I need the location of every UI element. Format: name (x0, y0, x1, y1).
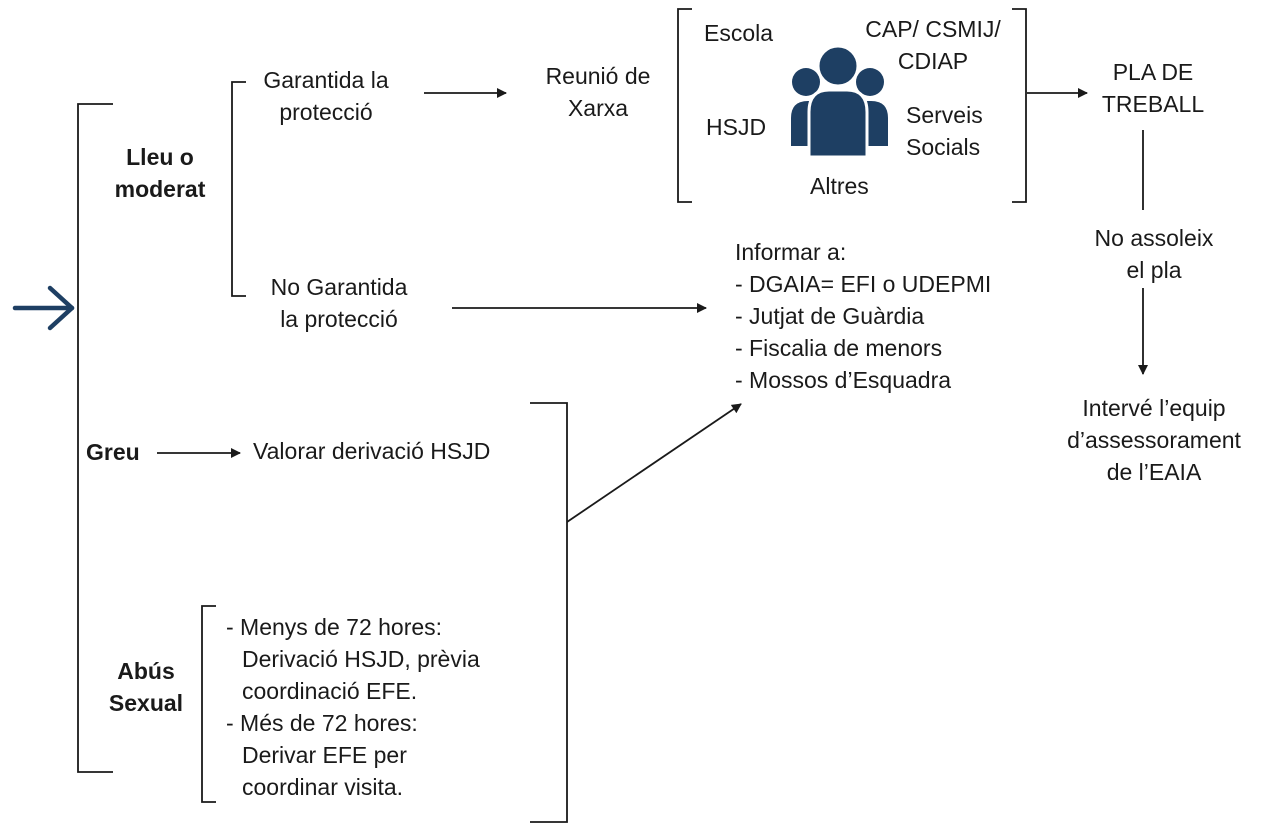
network-bracket-left (677, 8, 692, 203)
severity-sexual-abuse-label: Abús Sexual (94, 655, 198, 719)
member-escola: Escola (704, 20, 774, 46)
work-plan-line: PLA DE (1112, 59, 1194, 85)
abuse-step-line: Derivar EFE per (242, 742, 407, 768)
arrow-bracket-to-inform (566, 403, 742, 523)
not-achieved-line: No assoleix (1094, 225, 1214, 251)
severe-action-label: Valorar derivació HSJD (253, 438, 491, 464)
severity-abuse-line: Sexual (108, 690, 184, 716)
severity-abuse-line: Abús (117, 658, 175, 684)
eaia-line: de l’EAIA (1106, 459, 1202, 485)
abuse-step-line: coordinació EFE. (242, 678, 418, 704)
eaia-intervention-label: Intervé l’equip d’assessorament de l’EAI… (1043, 392, 1265, 488)
inform-list: Informar a: - DGAIA= EFI o UDEPMI - Jutj… (735, 236, 991, 396)
severity-severe-label: Greu (86, 439, 140, 465)
inform-item: - Fiscalia de menors (735, 335, 943, 361)
right-bracket (530, 402, 568, 823)
protected-option: Garantida la protecció (245, 64, 407, 128)
abuse-step-line: - Més de 72 hores: (226, 710, 418, 736)
not-protected-option: No Garantida la protecció (252, 271, 426, 335)
work-plan-label: PLA DE TREBALL (1080, 56, 1226, 120)
member-serveis-line: Serveis (906, 102, 983, 128)
severity-mild-line: moderat (114, 176, 206, 202)
member-cap-csmij-cdiap: CAP/ CSMIJ/ CDIAP (848, 13, 1018, 77)
mild-branch-bracket (231, 81, 246, 297)
abuse-step-line: Derivació HSJD, prèvia (242, 646, 480, 672)
protected-option-line: Garantida la (263, 67, 389, 93)
work-plan-line: TREBALL (1101, 91, 1205, 117)
not-protected-option-line: No Garantida (270, 274, 408, 300)
member-hsjd: HSJD (706, 114, 767, 140)
protected-option-line: protecció (279, 99, 373, 125)
severity-mild-line: Lleu o (126, 144, 194, 170)
inform-item: - Jutjat de Guàrdia (735, 303, 925, 329)
inform-title: Informar a: (735, 239, 847, 265)
abuse-step-line: - Menys de 72 hores: (226, 614, 443, 640)
network-meeting-line: Xarxa (567, 95, 629, 121)
not-protected-option-line: la protecció (280, 306, 398, 332)
eaia-line: d’assessorament (1067, 427, 1241, 453)
abuse-step-line: coordinar visita. (242, 774, 404, 800)
not-achieved-line: el pla (1126, 257, 1182, 283)
people-group-icon (791, 44, 888, 159)
member-cap-line: CDIAP (897, 48, 969, 74)
eaia-line: Intervé l’equip (1082, 395, 1226, 421)
member-altres: Altres (810, 173, 869, 199)
abuse-steps-list: - Menys de 72 hores: Derivació HSJD, prè… (226, 611, 480, 803)
arrow-right-icon (12, 285, 75, 331)
inform-item: - Mossos d’Esquadra (735, 367, 952, 393)
abuse-steps-bracket (201, 605, 216, 803)
network-meeting-line: Reunió de (545, 63, 651, 89)
member-serveis-socials: Serveis Socials (906, 99, 983, 163)
member-serveis-line: Socials (906, 134, 981, 160)
severity-mild-label: Lleu o moderat (98, 141, 222, 205)
not-achieved-label: No assoleix el pla (1071, 222, 1237, 286)
main-bracket (77, 103, 113, 773)
network-meeting-label: Reunió de Xarxa (527, 60, 669, 124)
member-cap-line: CAP/ CSMIJ/ (865, 16, 1001, 42)
network-bracket-right (1012, 8, 1027, 203)
inform-item: - DGAIA= EFI o UDEPMI (735, 271, 992, 297)
